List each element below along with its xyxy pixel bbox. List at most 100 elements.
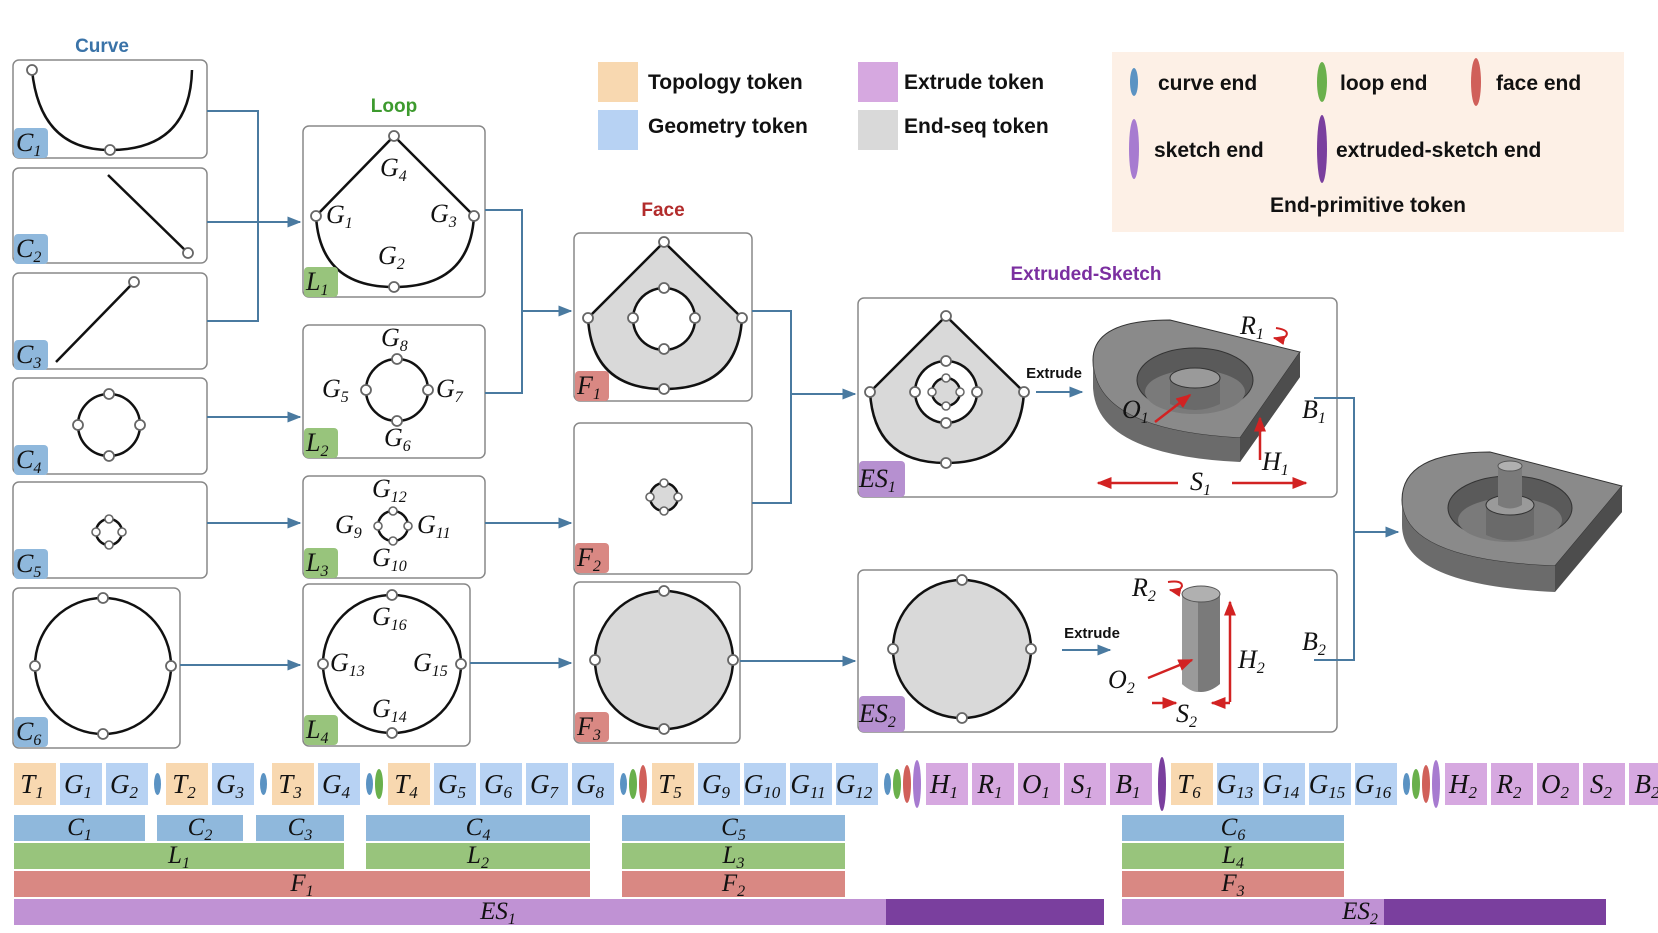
curve-panel-c6 xyxy=(12,587,181,749)
badge-es2: ES2 xyxy=(858,696,905,732)
g-label: G13 xyxy=(330,648,365,680)
es-badges: ES1 ES2 xyxy=(858,461,905,732)
curve-bar: C1 xyxy=(14,814,145,844)
svg-text:G11: G11 xyxy=(790,769,825,802)
svg-text:L1: L1 xyxy=(305,267,328,299)
face-panel-f2 xyxy=(573,422,753,575)
solid-2 xyxy=(1181,585,1221,692)
curve-bar: C5 xyxy=(622,814,845,844)
curve-bar: C4 xyxy=(366,814,590,844)
g-label: G8 xyxy=(381,323,408,355)
curve-end-token xyxy=(620,773,627,795)
legend-label-topology: Topology token xyxy=(648,71,803,94)
legend-label-es-end: extruded-sketch end xyxy=(1336,139,1541,162)
svg-text:L3: L3 xyxy=(722,842,745,872)
g-label: G11 xyxy=(417,510,451,542)
badge-l1: L1 xyxy=(304,267,338,299)
loop-end-marker xyxy=(1317,62,1327,102)
curve-end-marker xyxy=(1130,68,1138,96)
legend-label-curve-end: curve end xyxy=(1158,72,1257,95)
loop-panel-l2 xyxy=(302,324,486,459)
token-s1: S1 xyxy=(1064,763,1106,805)
token-g3: G3 xyxy=(212,763,254,805)
token-g11: G11 xyxy=(790,763,832,805)
loop-badges: L1 L2 L3 L4 xyxy=(304,267,338,747)
o1-label: O1 xyxy=(1122,395,1149,427)
token-g9: G9 xyxy=(698,763,740,805)
rotation-arrow-1 xyxy=(1272,327,1288,346)
svg-text:L2: L2 xyxy=(466,842,489,872)
svg-text:C4: C4 xyxy=(466,814,491,844)
token-t5: T5 xyxy=(652,763,694,805)
svg-text:G4: G4 xyxy=(322,769,351,802)
curve-bar: C2 xyxy=(157,814,243,844)
loop-end-token xyxy=(1412,769,1420,799)
token-o2: O2 xyxy=(1537,763,1579,805)
origin-arrow-1 xyxy=(1154,394,1192,423)
svg-text:C5: C5 xyxy=(721,814,746,844)
sketch-end-token xyxy=(1432,760,1440,808)
final-solid xyxy=(1401,451,1623,592)
svg-text:G13: G13 xyxy=(1217,769,1254,802)
svg-text:T3: T3 xyxy=(278,769,302,802)
solid-1 xyxy=(1092,319,1301,462)
g-label: G9 xyxy=(335,510,362,542)
token-t2: T2 xyxy=(166,763,208,805)
token-b2: B2 xyxy=(1629,763,1658,805)
svg-text:F2: F2 xyxy=(576,543,601,575)
token-t3: T3 xyxy=(272,763,314,805)
token-g5: G5 xyxy=(434,763,476,805)
svg-text:G7: G7 xyxy=(530,769,560,802)
svg-text:O1: O1 xyxy=(1022,769,1050,802)
end-primitive-legend: curve end loop end face end sketch end e… xyxy=(1112,52,1624,232)
loop-end-token xyxy=(375,769,383,799)
token-g14: G14 xyxy=(1263,763,1305,805)
loop-bar: L2 xyxy=(366,842,590,872)
svg-text:R1: R1 xyxy=(977,769,1003,802)
sketch-end-token xyxy=(913,760,921,808)
badge-c4: C4 xyxy=(14,445,48,477)
token-g7: G7 xyxy=(526,763,568,805)
legend-label-face-end: face end xyxy=(1496,72,1581,95)
o2-label: O2 xyxy=(1108,665,1135,697)
loop-end-token xyxy=(893,769,901,799)
legend-swatch-extrude xyxy=(858,62,898,102)
svg-text:T5: T5 xyxy=(658,769,682,802)
es-end-marker xyxy=(1317,115,1327,183)
legend-swatch-geometry xyxy=(598,110,638,150)
badge-c6: C6 xyxy=(14,717,48,749)
svg-text:G6: G6 xyxy=(484,769,513,802)
badge-c5: C5 xyxy=(14,549,48,581)
sketch-end-marker xyxy=(1129,119,1139,179)
svg-text:ES1: ES1 xyxy=(479,898,516,928)
es-end-token xyxy=(1158,757,1166,811)
token-g10: G10 xyxy=(744,763,786,805)
g-label: G4 xyxy=(380,153,407,185)
origin-arrow-2 xyxy=(1147,658,1194,680)
svg-text:L4: L4 xyxy=(305,715,328,747)
g-label: G7 xyxy=(436,374,464,406)
extruded-sketch-title: Extruded-Sketch xyxy=(1011,264,1162,285)
svg-text:ES2: ES2 xyxy=(1341,898,1378,928)
token-g8: G8 xyxy=(572,763,614,805)
svg-text:C2: C2 xyxy=(16,234,41,266)
svg-text:C2: C2 xyxy=(188,814,213,844)
svg-text:F1: F1 xyxy=(289,870,313,900)
svg-text:G3: G3 xyxy=(216,769,244,802)
svg-text:C4: C4 xyxy=(16,445,41,477)
curve-panel-c3 xyxy=(12,272,208,370)
badge-l4: L4 xyxy=(304,715,338,747)
loop-panel-l3 xyxy=(302,475,486,579)
r1-label: R1 xyxy=(1239,311,1264,343)
svg-text:L1: L1 xyxy=(167,842,190,872)
svg-text:G12: G12 xyxy=(836,769,873,802)
svg-text:G10: G10 xyxy=(744,769,781,802)
svg-text:ES1: ES1 xyxy=(858,464,896,496)
svg-text:B1: B1 xyxy=(1116,769,1141,802)
legend-label-loop-end: loop end xyxy=(1340,72,1428,95)
es-panel-2: Extrude xyxy=(857,569,1338,733)
badge-f1: F1 xyxy=(575,371,609,403)
svg-text:F3: F3 xyxy=(1220,870,1244,900)
